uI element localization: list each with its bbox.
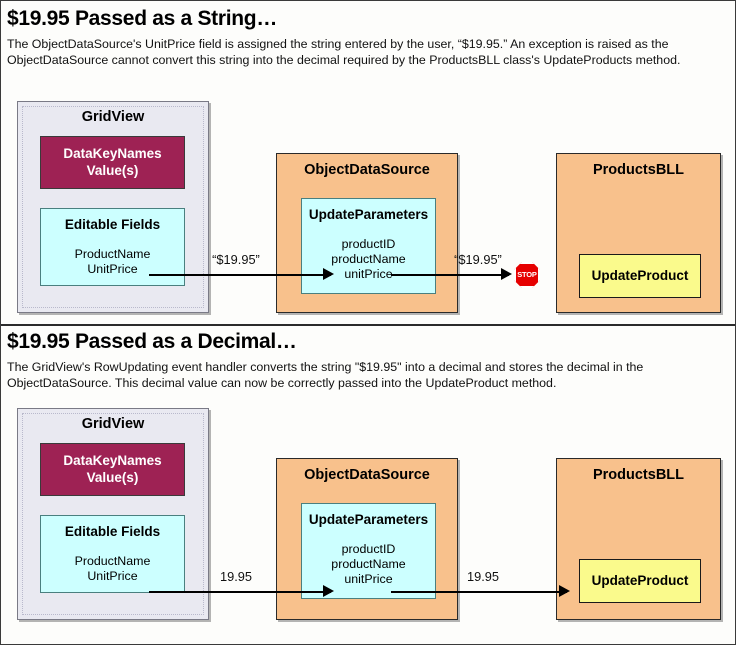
updateparameters-box-decimal: UpdateParameters productID productName u… [301, 503, 436, 599]
arrow-head-editable-to-params-decimal [323, 585, 334, 597]
editable-field-unitprice-decimal: UnitPrice [87, 569, 138, 583]
datakeynames-line1-decimal: DataKeyNames [63, 453, 162, 468]
updateparameters-title-string: UpdateParameters [308, 207, 429, 222]
updateproduct-box-decimal: UpdateProduct [579, 559, 701, 603]
updateparameter-unitprice-decimal: unitPrice [344, 572, 393, 586]
editable-field-productname-string: ProductName [74, 247, 151, 261]
gridview-box-decimal: GridView DataKeyNames Value(s) Editable … [17, 408, 209, 620]
objectdatasource-title-decimal: ObjectDataSource [304, 467, 430, 483]
section-title-string: $19.95 Passed as a String… [7, 7, 278, 30]
stop-sign-icon: STOP [514, 262, 540, 288]
arrow-line-params-to-product-decimal [391, 591, 567, 593]
datakeynames-box-string: DataKeyNames Value(s) [40, 136, 185, 189]
updateparameter-productname-string: productName [331, 252, 406, 266]
stop-sign-label: STOP [517, 270, 537, 280]
objectdatasource-box-string: ObjectDataSource UpdateParameters produc… [276, 153, 458, 313]
updateparameters-title-decimal: UpdateParameters [308, 512, 429, 527]
updateproduct-label-decimal: UpdateProduct [591, 573, 689, 588]
gridview-title-decimal: GridView [81, 416, 145, 432]
productsbll-title-decimal: ProductsBLL [592, 467, 685, 483]
arrow-line-editable-to-params-decimal [149, 591, 331, 593]
productsbll-title-string: ProductsBLL [592, 162, 685, 178]
editable-field-unitprice-string: UnitPrice [87, 262, 138, 276]
gridview-box-string: GridView DataKeyNames Value(s) Editable … [17, 101, 209, 313]
updateproduct-label-string: UpdateProduct [591, 268, 689, 283]
arrow-label-editable-to-params-string: “$19.95” [212, 252, 260, 267]
editable-fields-title-decimal: Editable Fields [64, 524, 161, 539]
updateparameter-unitprice-string: unitPrice [344, 267, 393, 281]
arrow-label-editable-to-params-decimal: 19.95 [219, 569, 253, 584]
updateparameter-productname-decimal: productName [331, 557, 406, 571]
section-description-string: The ObjectDataSource's UnitPrice field i… [7, 37, 681, 67]
gridview-title-string: GridView [81, 109, 145, 125]
updateproduct-box-string: UpdateProduct [579, 254, 701, 298]
section-title-decimal: $19.95 Passed as a Decimal… [7, 330, 297, 353]
editable-fields-title-string: Editable Fields [64, 217, 161, 232]
arrow-head-params-to-product-decimal [559, 585, 570, 597]
arrow-head-params-to-stop-string [501, 268, 512, 280]
arrow-line-params-to-stop-string [391, 274, 509, 276]
editable-fields-box-decimal: Editable Fields ProductName UnitPrice [40, 515, 185, 593]
productsbll-box-decimal: ProductsBLL UpdateProduct [556, 458, 721, 620]
arrow-head-editable-to-params-string [323, 268, 334, 280]
productsbll-box-string: ProductsBLL UpdateProduct [556, 153, 721, 313]
updateparameter-productid-string: productID [341, 237, 396, 251]
arrow-label-params-to-product-decimal: 19.95 [466, 569, 500, 584]
arrow-line-editable-to-params-string [149, 274, 331, 276]
datakeynames-line2-string: Value(s) [86, 163, 139, 178]
editable-fields-box-string: Editable Fields ProductName UnitPrice [40, 208, 185, 286]
objectdatasource-title-string: ObjectDataSource [304, 162, 430, 178]
section-description-decimal: The GridView's RowUpdating event handler… [7, 360, 644, 390]
updateparameter-productid-decimal: productID [341, 542, 396, 556]
datakeynames-line1-string: DataKeyNames [63, 146, 162, 161]
section-string-case: $19.95 Passed as a String… The ObjectDat… [1, 1, 735, 326]
updateparameters-box-string: UpdateParameters productID productName u… [301, 198, 436, 294]
datakeynames-box-decimal: DataKeyNames Value(s) [40, 443, 185, 496]
datakeynames-line2-decimal: Value(s) [86, 470, 139, 485]
editable-field-productname-decimal: ProductName [74, 554, 151, 568]
section-decimal-case: $19.95 Passed as a Decimal… The GridView… [1, 326, 735, 644]
arrow-label-params-to-stop-string: “$19.95” [454, 252, 502, 267]
objectdatasource-box-decimal: ObjectDataSource UpdateParameters produc… [276, 458, 458, 620]
